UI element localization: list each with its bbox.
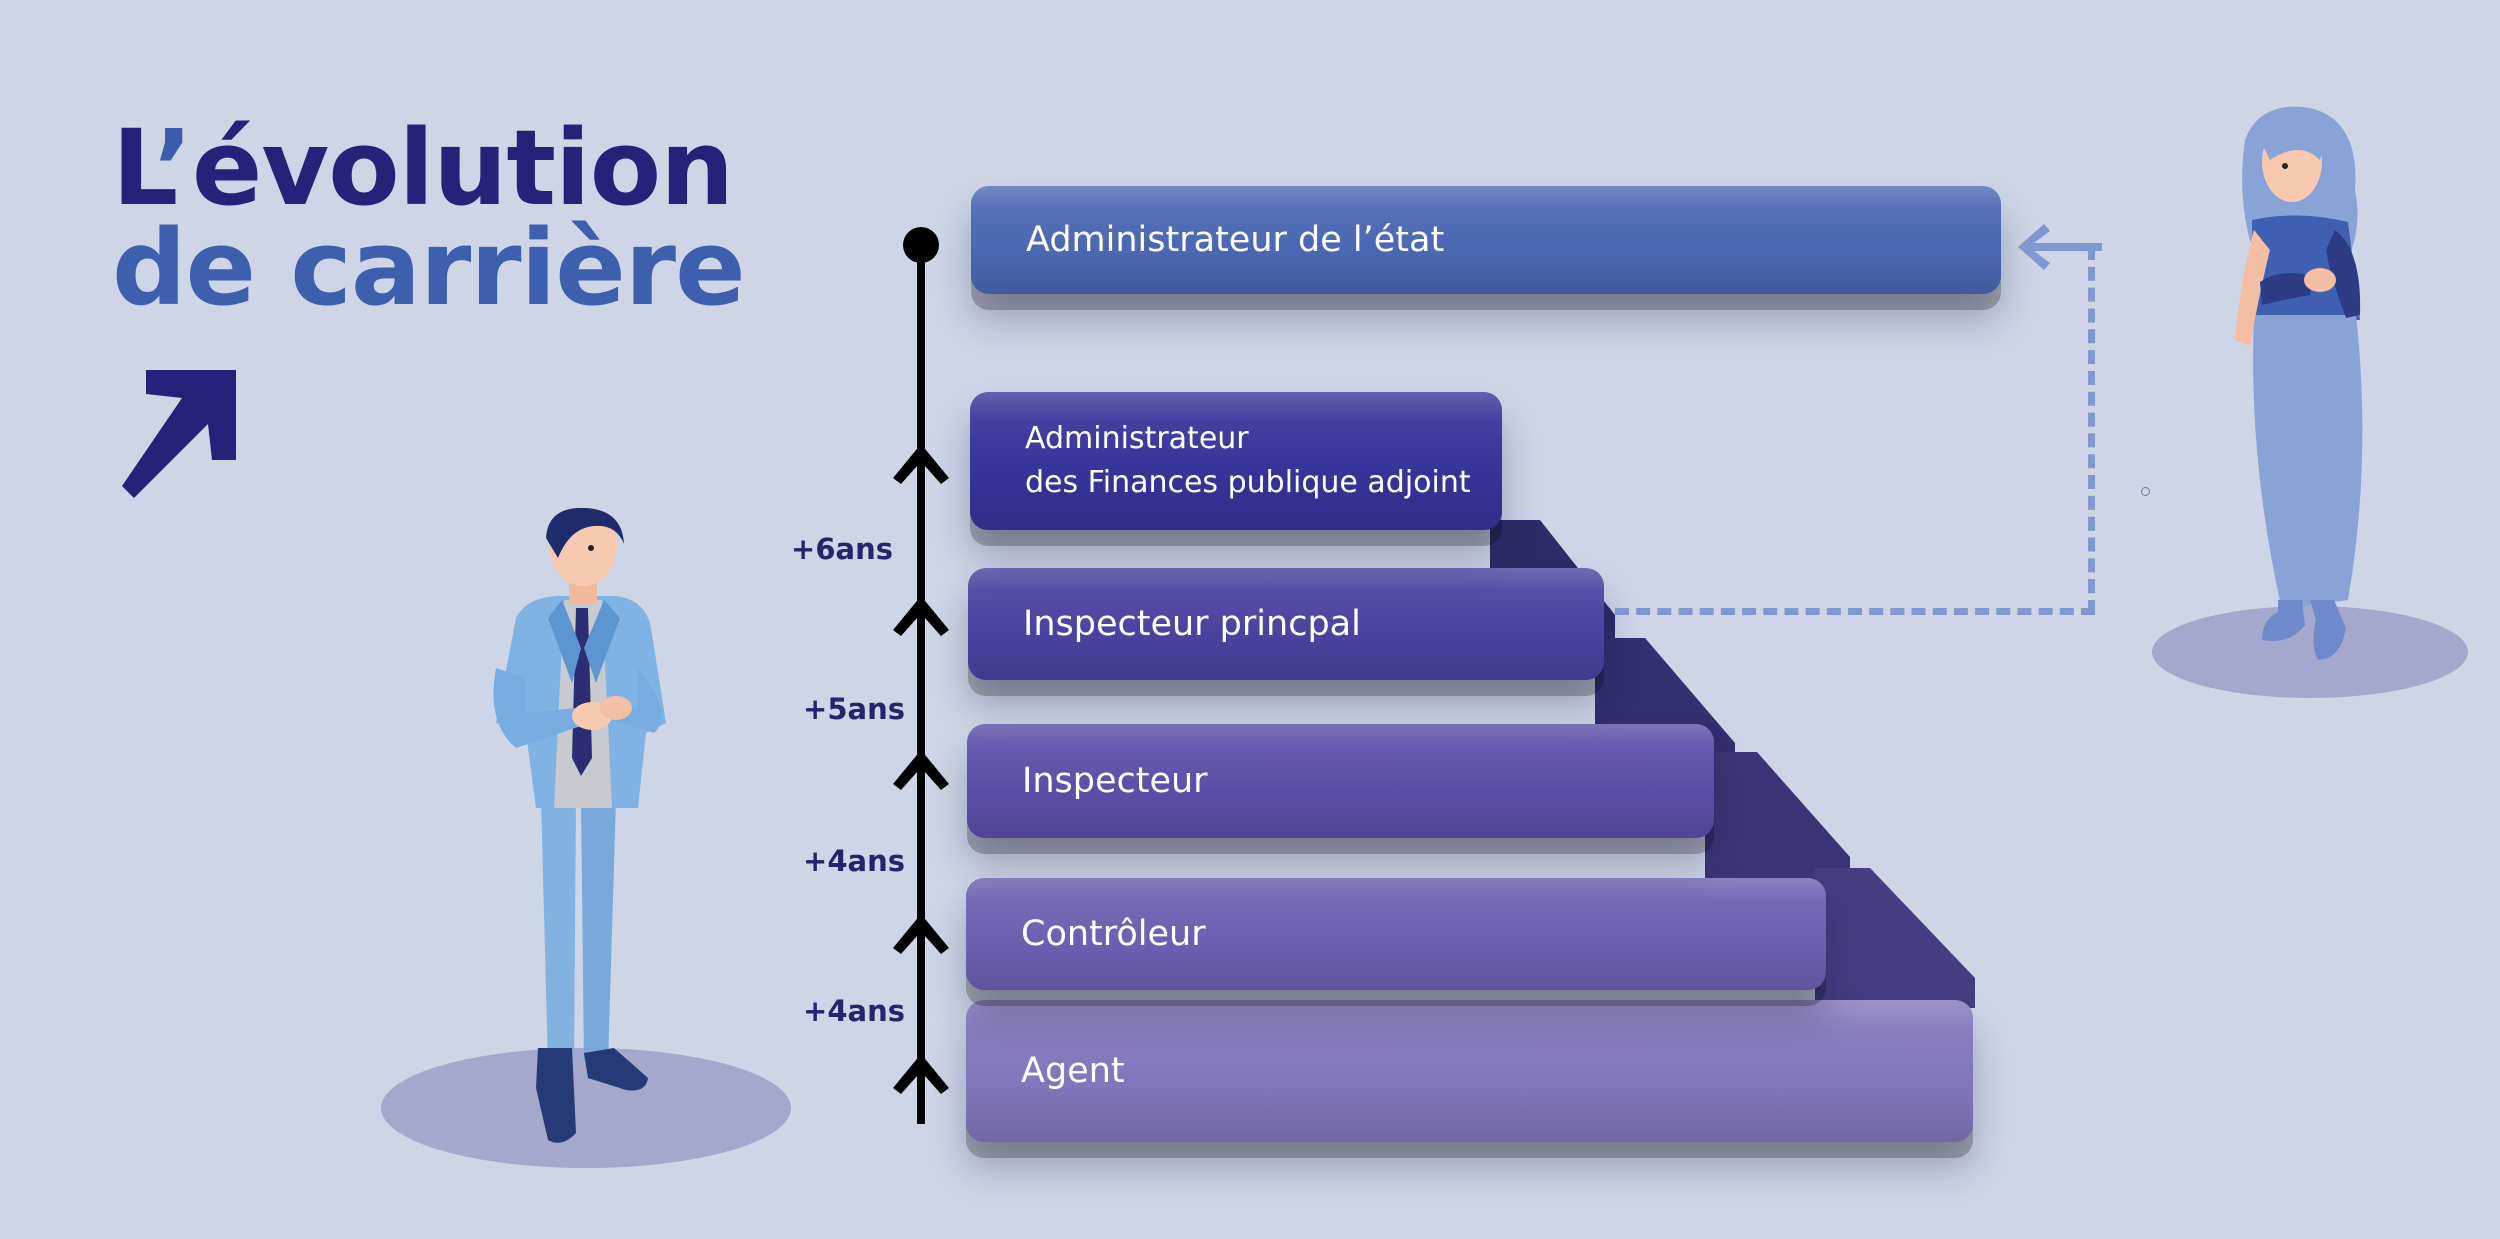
duration-label: +4ans — [803, 844, 905, 878]
career-step-inspecteur: Inspecteur — [967, 724, 1714, 838]
career-step-agent: Agent — [966, 1000, 1973, 1142]
step-label: Administrateur de l’état — [1026, 220, 1445, 260]
step-label: Inspecteur — [1022, 761, 1208, 801]
dashed-connector — [2088, 246, 2095, 614]
career-step-administrateur-etat: Administrateur de l’état — [971, 186, 2001, 294]
woman-illustration — [2152, 106, 2468, 698]
title-line-1: L’évolution — [112, 107, 734, 229]
man-illustration — [381, 508, 791, 1168]
decorative-dot — [2141, 487, 2150, 496]
progression-axis — [917, 244, 925, 1124]
arrow-up-icon — [893, 596, 949, 660]
career-step-inspecteur-principal: Inspecteur princpal — [968, 568, 1604, 680]
duration-label: +5ans — [803, 692, 905, 726]
step-side-face — [1705, 752, 1850, 882]
dashed-connector — [1615, 608, 2095, 615]
arrow-up-right-icon — [122, 370, 236, 498]
duration-label: +6ans — [791, 532, 893, 566]
step-label: Administrateur des Finances publique adj… — [1025, 421, 1471, 500]
career-step-controleur: Contrôleur — [966, 878, 1826, 990]
step-label: Agent — [1021, 1051, 1125, 1091]
career-step-administrateur-adjoint: Administrateur des Finances publique adj… — [970, 392, 1502, 530]
arrow-up-icon — [893, 914, 949, 978]
arrow-up-icon — [893, 1054, 949, 1118]
duration-label: +4ans — [803, 994, 905, 1028]
page-title: L’évolution de carrière — [112, 107, 746, 329]
arrow-left-icon — [2018, 224, 2102, 270]
arrow-up-icon — [893, 444, 949, 508]
step-side-face — [1815, 868, 1975, 1008]
step-label: Inspecteur princpal — [1023, 604, 1361, 644]
axis-top-dot — [903, 227, 939, 263]
title-line-2: de carrière — [112, 207, 746, 329]
step-label: Contrôleur — [1021, 914, 1206, 954]
arrow-up-icon — [893, 750, 949, 814]
